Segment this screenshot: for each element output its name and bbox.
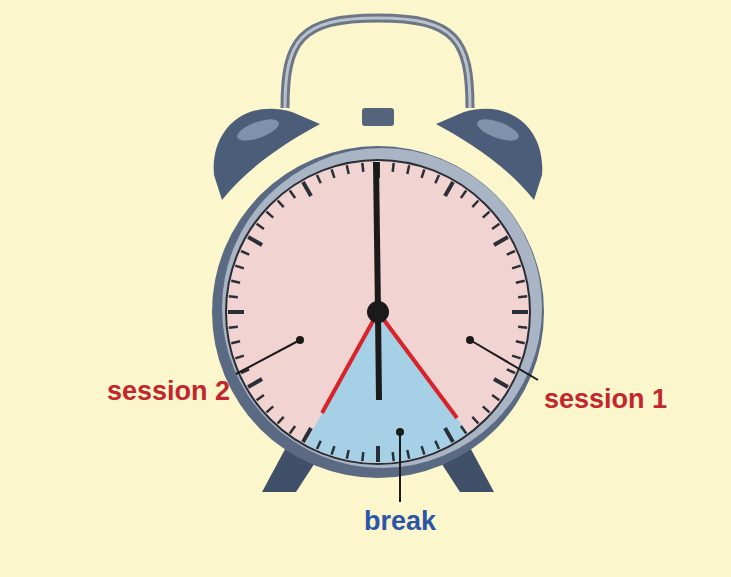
tick-mark	[248, 237, 262, 245]
clock-rim	[212, 146, 544, 478]
tick-mark	[229, 296, 238, 297]
bell-shine	[235, 115, 282, 145]
tick-mark	[512, 356, 521, 359]
tick-mark	[494, 237, 508, 245]
tick-mark	[435, 441, 439, 449]
tick-mark	[347, 165, 349, 174]
tick-mark	[407, 450, 409, 459]
tick-mark	[492, 224, 499, 229]
clock-handle-shine	[285, 18, 470, 108]
tick-mark	[483, 406, 490, 412]
tick-mark	[461, 426, 466, 433]
tick-mark	[494, 379, 508, 387]
tick-mark	[407, 165, 409, 174]
tick-mark	[347, 450, 349, 459]
tick-mark	[435, 175, 439, 183]
tick-mark	[241, 251, 249, 255]
break-sector	[305, 312, 468, 463]
tick-mark	[303, 182, 311, 196]
tick-mark	[483, 212, 490, 218]
tick-mark	[257, 395, 264, 400]
tick-mark	[445, 182, 453, 196]
clock-face	[226, 160, 530, 464]
tick-mark	[235, 356, 244, 359]
tick-mark	[518, 327, 527, 328]
tick-mark	[472, 201, 478, 208]
tick-mark	[516, 341, 525, 343]
tick-mark	[512, 266, 521, 269]
callout-label: session 1	[544, 386, 667, 413]
tick-mark	[257, 224, 264, 229]
leader-line	[399, 432, 401, 502]
tick-mark	[492, 395, 499, 400]
tick-mark	[317, 441, 321, 449]
leader-line	[470, 340, 538, 380]
tick-mark	[422, 169, 425, 178]
clock-rim-shine	[222, 148, 542, 468]
clock-handle	[285, 18, 470, 108]
tick-mark	[231, 281, 240, 283]
tick-mark	[267, 406, 274, 412]
tick-mark	[516, 281, 525, 283]
tick-mark	[512, 310, 528, 314]
tick-mark	[445, 428, 453, 442]
tick-mark	[362, 163, 363, 172]
tick-mark	[228, 310, 244, 314]
tick-mark	[461, 191, 466, 198]
alarm-bell	[436, 109, 542, 200]
boundary-line	[378, 312, 457, 418]
bell-shine	[475, 115, 522, 145]
tick-mark	[422, 446, 425, 455]
tick-mark	[229, 327, 238, 328]
tick-mark	[290, 191, 295, 198]
tick-mark	[278, 417, 284, 424]
tick-mark	[317, 175, 321, 183]
clock-winder	[362, 108, 394, 126]
leader-line	[236, 340, 300, 374]
tick-mark	[332, 446, 335, 455]
callout-label: session 2	[107, 378, 230, 405]
tick-mark	[362, 452, 363, 461]
tick-mark	[393, 163, 394, 172]
tick-mark	[290, 426, 295, 433]
tick-mark	[303, 428, 311, 442]
tick-mark	[332, 169, 335, 178]
tick-marks	[228, 162, 528, 462]
tick-mark	[248, 379, 262, 387]
hour-hand	[378, 312, 379, 400]
tick-mark	[393, 452, 394, 461]
tick-mark	[472, 417, 478, 424]
hand-pivot	[367, 301, 389, 323]
tick-mark	[235, 266, 244, 269]
tick-mark	[518, 296, 527, 297]
minute-hand	[376, 162, 378, 312]
tick-mark	[231, 341, 240, 343]
tick-mark	[278, 201, 284, 208]
tick-mark	[376, 446, 380, 462]
tick-mark	[507, 251, 515, 255]
tick-mark	[507, 369, 515, 373]
boundary-line	[322, 312, 378, 413]
alarm-bell	[214, 109, 320, 200]
callout-label: break	[364, 508, 436, 535]
tick-mark	[267, 212, 274, 218]
